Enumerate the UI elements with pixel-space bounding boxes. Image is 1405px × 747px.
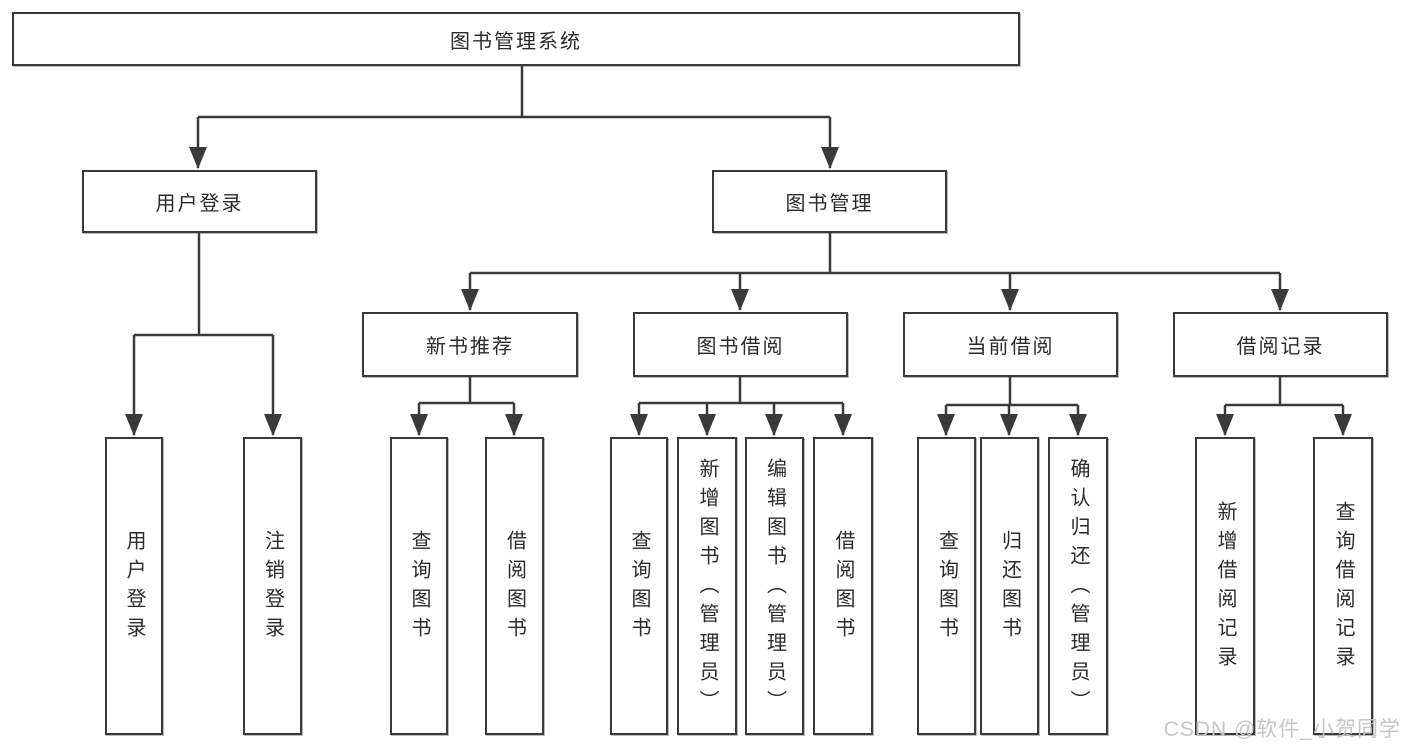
leaf-confirm-return-admin: 确认归还（管理员） <box>1048 437 1108 735</box>
node-root-system: 图书管理系统 <box>12 12 1020 66</box>
node-user-login: 用户登录 <box>82 170 317 233</box>
node-book-management: 图书管理 <box>712 170 947 233</box>
leaf-query-borrow-record: 查询借阅记录 <box>1313 437 1373 735</box>
connector-book-management-children <box>461 233 1289 311</box>
connector-new-book-recommend-children <box>410 377 523 436</box>
leaf-user-login: 用户登录 <box>105 437 163 735</box>
leaf-query-books-current: 查询图书 <box>917 437 976 735</box>
leaf-logout-login: 注销登录 <box>243 437 302 735</box>
leaf-return-books: 归还图书 <box>980 437 1039 735</box>
node-current-borrow: 当前借阅 <box>903 312 1118 377</box>
node-book-borrow: 图书借阅 <box>633 312 848 377</box>
leaf-query-books-borrow: 查询图书 <box>610 437 668 735</box>
leaf-borrow-books: 借阅图书 <box>813 437 873 735</box>
watermark: CSDN @软件_小贺同学 <box>1163 718 1401 741</box>
connector-root-to-level2 <box>189 66 839 169</box>
leaf-query-books-recommend: 查询图书 <box>390 437 448 735</box>
leaf-add-borrow-record: 新增借阅记录 <box>1195 437 1255 735</box>
connector-user-login-children <box>125 233 282 436</box>
node-new-book-recommend: 新书推荐 <box>362 312 578 377</box>
connector-book-borrow-children <box>630 377 852 436</box>
leaf-add-books-admin: 新增图书（管理员） <box>677 437 737 735</box>
node-borrow-records: 借阅记录 <box>1173 312 1388 377</box>
leaf-borrow-books-recommend: 借阅图书 <box>485 437 544 735</box>
leaf-edit-books-admin: 编辑图书（管理员） <box>745 437 804 735</box>
connector-current-borrow-children <box>937 377 1087 436</box>
connector-borrow-records-children <box>1216 377 1352 436</box>
